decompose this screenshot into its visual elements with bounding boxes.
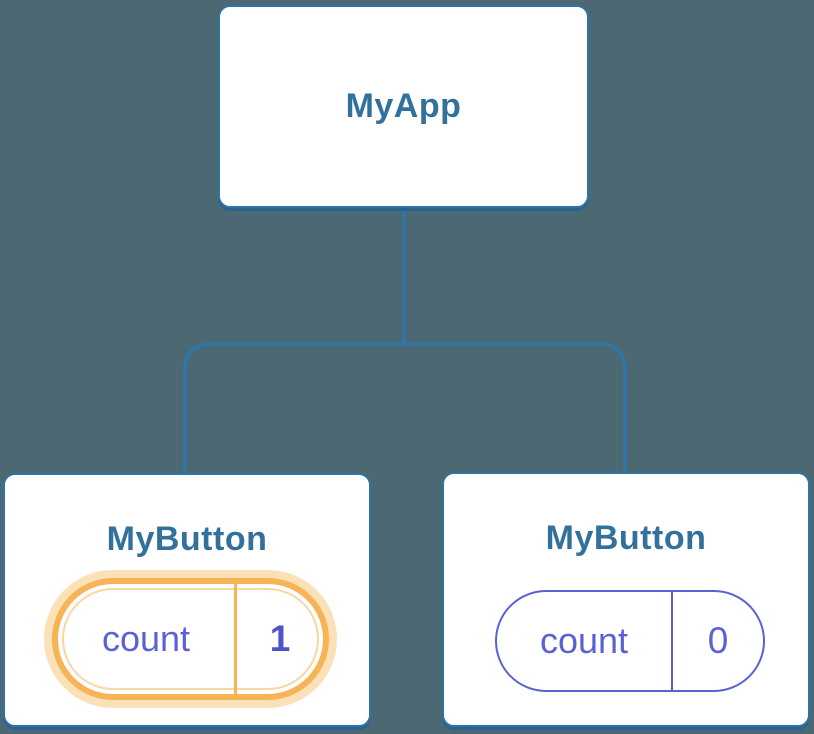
state-value: 1 bbox=[269, 618, 291, 659]
state-pill-highlighted: count 1 bbox=[52, 578, 329, 700]
pill-divider bbox=[234, 584, 237, 694]
state-pill-normal: count 0 bbox=[495, 590, 765, 692]
component-node-mybutton-right: MyButton count 0 bbox=[442, 472, 810, 727]
node-title-myapp: MyApp bbox=[345, 87, 462, 125]
state-key-label: count bbox=[539, 620, 629, 661]
component-node-myapp: MyApp bbox=[218, 5, 589, 208]
state-key-label: count bbox=[101, 618, 191, 659]
component-node-mybutton-left: MyButton count 1 bbox=[3, 473, 371, 727]
node-title-mybutton-right: MyButton bbox=[545, 519, 707, 557]
pill-divider bbox=[671, 592, 673, 690]
node-title-mybutton-left: MyButton bbox=[106, 520, 268, 558]
state-value: 0 bbox=[707, 620, 729, 661]
